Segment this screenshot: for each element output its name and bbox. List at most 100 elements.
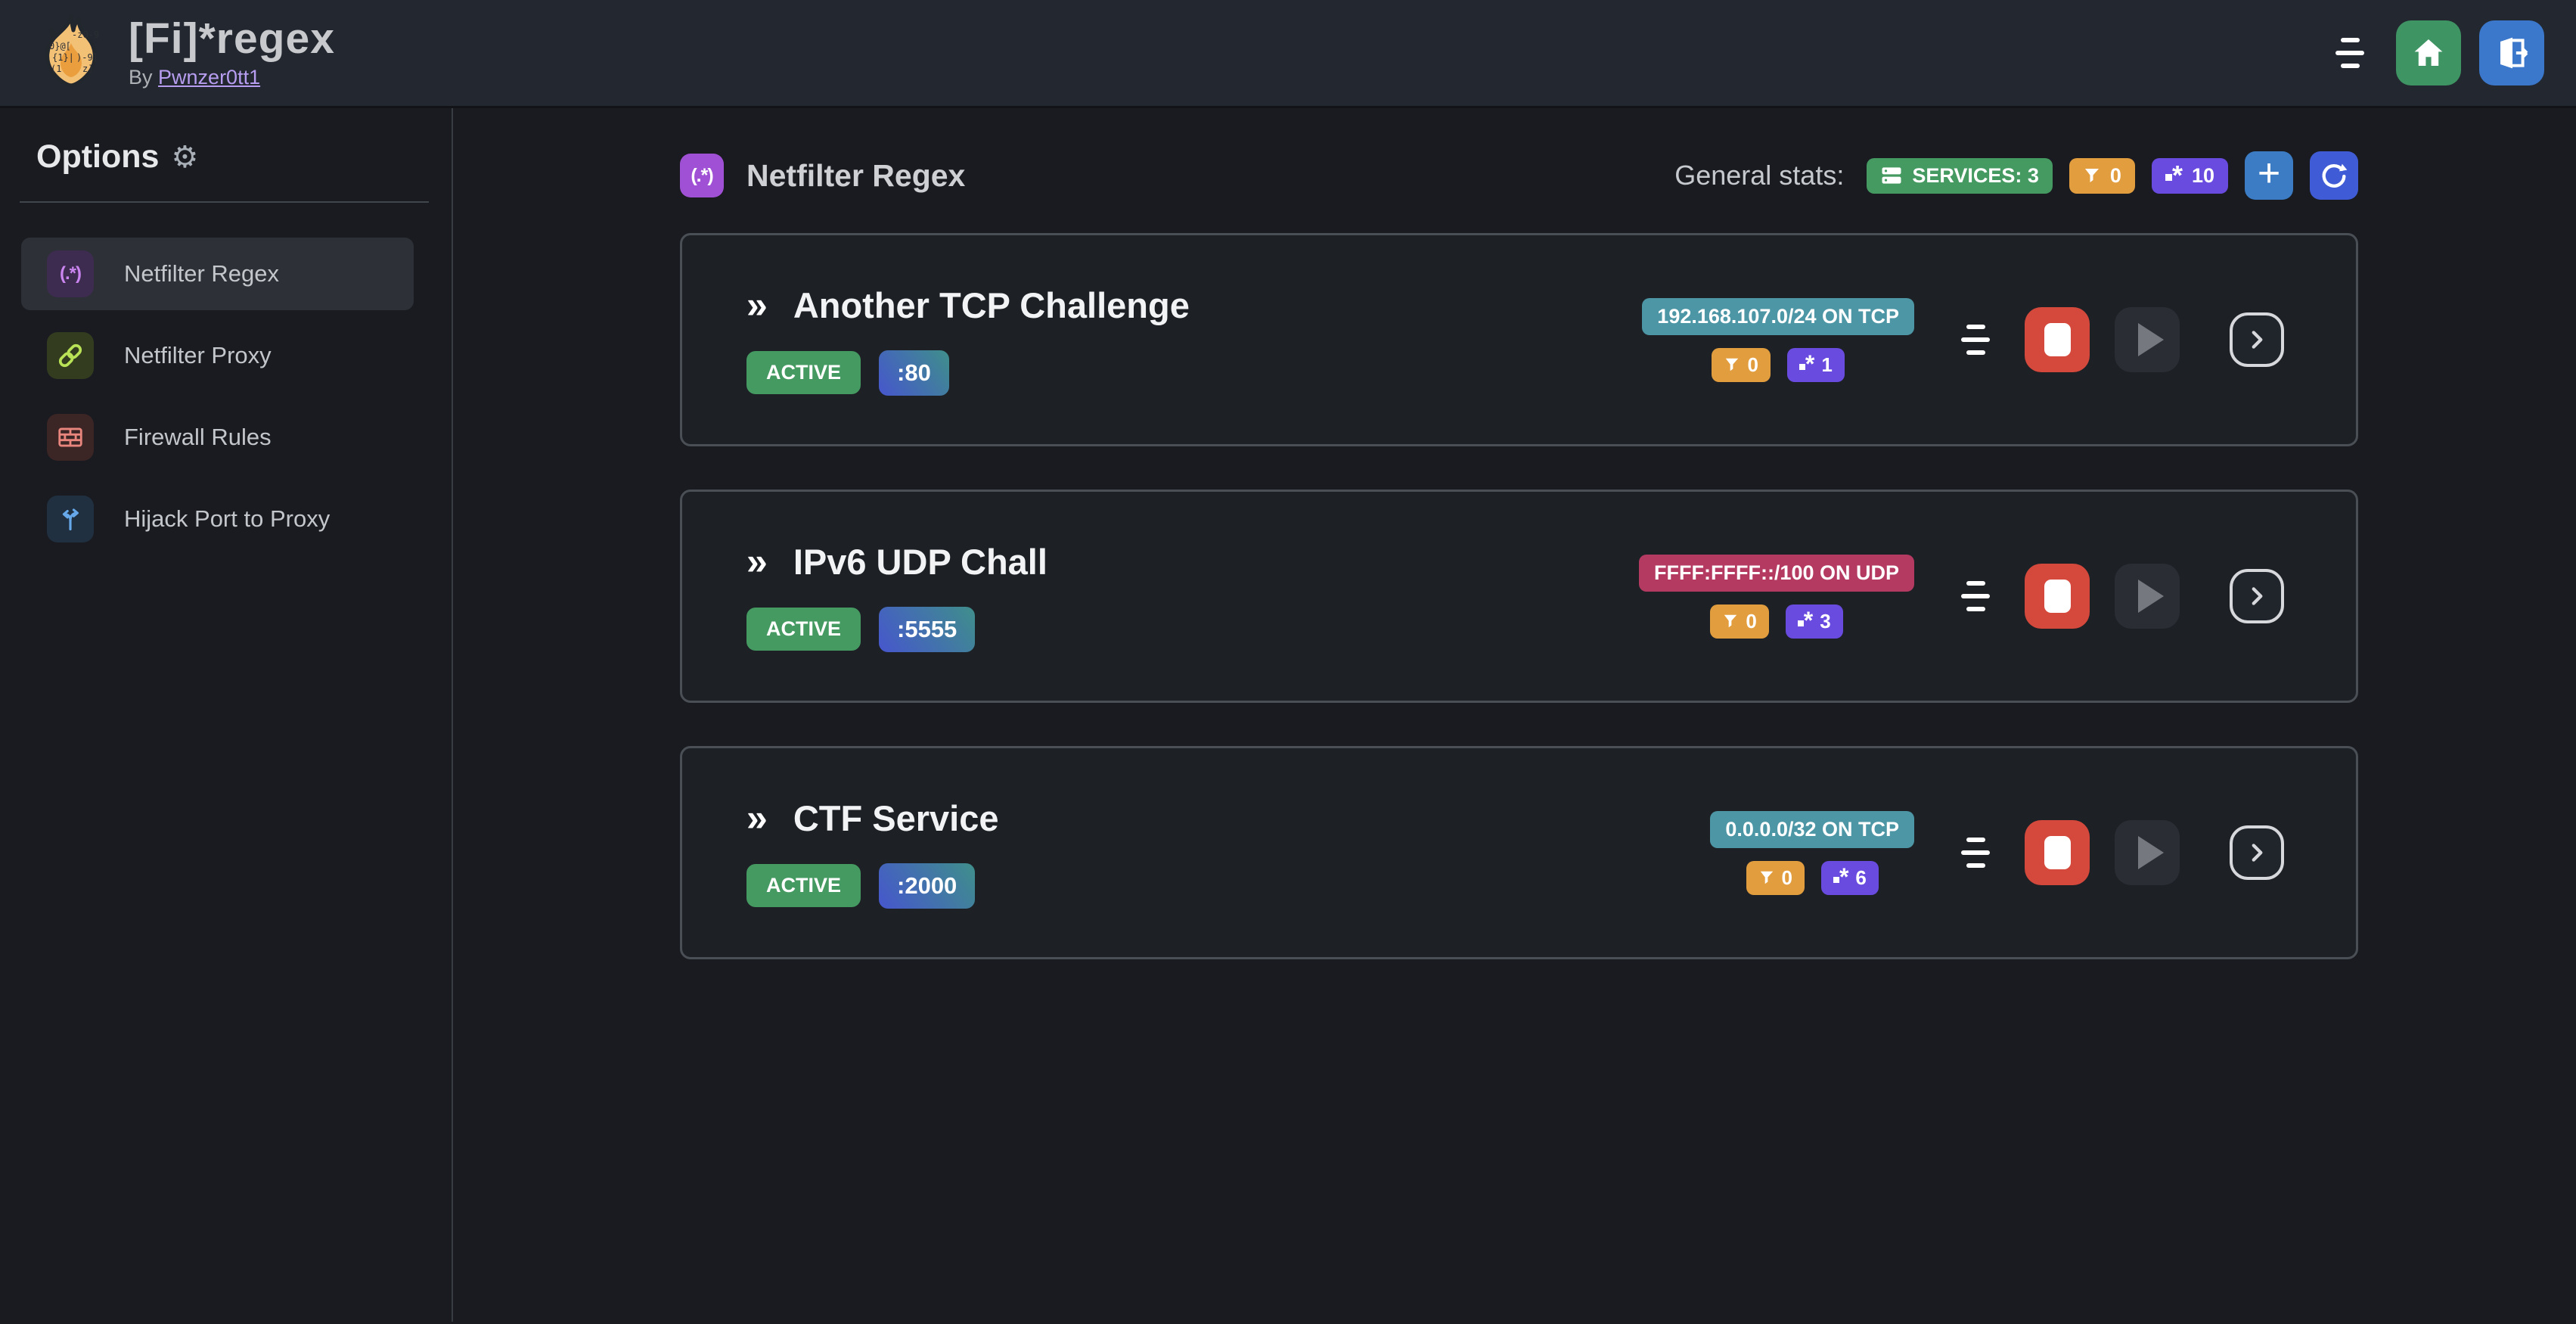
stats-label: General stats: (1674, 160, 1845, 191)
split-arrows-icon (47, 496, 94, 542)
stop-button[interactable] (2025, 820, 2090, 885)
sidebar-item-label: Hijack Port to Proxy (124, 505, 331, 532)
regex-glyph-icon: * (1797, 608, 1813, 632)
refresh-button[interactable] (2310, 151, 2358, 200)
chevron-right-icon (2252, 587, 2263, 605)
chain-link-icon (47, 332, 94, 379)
home-button[interactable] (2396, 20, 2461, 85)
services-badge: SERVICES: 3 (1867, 157, 2053, 194)
service-card: » IPv6 UDP Chall ACTIVE :5555 FFFF:FFFF:… (680, 490, 2358, 703)
regexes-badge: * 10 (2151, 157, 2228, 194)
page-title: Netfilter Regex (746, 157, 966, 193)
chevron-right-icon (2252, 844, 2263, 862)
logout-button[interactable] (2479, 20, 2544, 85)
open-service-button[interactable] (2230, 312, 2284, 367)
logo-glyph: (1 (51, 64, 61, 74)
filters-mini-badge: 0 (1712, 347, 1771, 382)
sidebar-item-label: Netfilter Proxy (124, 342, 272, 368)
byline-prefix: By (129, 66, 153, 89)
play-icon (2138, 580, 2164, 613)
header-controls (2335, 20, 2544, 85)
add-service-button[interactable]: + (2245, 151, 2293, 200)
double-chevron-icon: » (746, 284, 768, 326)
filters-mini-badge: 0 (1746, 860, 1805, 895)
author-link[interactable]: Pwnzer0tt1 (158, 66, 261, 89)
sidebar-item-netfilter-regex[interactable]: (.*) Netfilter Regex (21, 238, 414, 310)
refresh-icon (2322, 163, 2348, 188)
double-chevron-icon: » (746, 540, 768, 583)
service-title: CTF Service (793, 797, 999, 838)
filters-badge: 0 (2069, 157, 2135, 194)
funnel-icon (2084, 169, 2099, 182)
home-icon (2414, 39, 2443, 66)
app-header: -z0-9 0}@[ {1}| )-9] (1 z] [Fi]*regex By… (0, 0, 2576, 108)
stop-icon (2044, 580, 2071, 613)
funnel-icon (1724, 614, 1737, 628)
network-badge: 192.168.107.0/24 ON TCP (1642, 297, 1914, 335)
sidebar: Options ⚙ (.*) Netfilter Regex Netfilter… (0, 108, 453, 1322)
service-card: » Another TCP Challenge ACTIVE :80 192.1… (680, 233, 2358, 446)
stop-icon (2044, 323, 2071, 356)
status-badge: ACTIVE (746, 864, 861, 907)
gear-icon: ⚙ (171, 140, 199, 174)
logout-icon (2500, 37, 2528, 69)
regexes-count: 10 (2191, 163, 2214, 187)
sidebar-item-firewall-rules[interactable]: Firewall Rules (21, 401, 414, 474)
status-badge: ACTIVE (746, 351, 861, 394)
regex-glyph-icon: * (1799, 352, 1814, 376)
service-card: » CTF Service ACTIVE :2000 0.0.0.0/32 ON… (680, 746, 2358, 959)
stop-icon (2044, 836, 2071, 869)
play-icon (2138, 836, 2164, 869)
app-title: [Fi]*regex (129, 14, 335, 63)
sidebar-item-label: Firewall Rules (124, 424, 272, 450)
card-menu-icon[interactable] (1961, 325, 1990, 355)
sidebar-item-label: Netfilter Regex (124, 260, 280, 287)
byline: By Pwnzer0tt1 (129, 66, 335, 89)
chevron-right-icon (2252, 331, 2263, 349)
service-title: Another TCP Challenge (793, 284, 1190, 325)
port-badge: :2000 (879, 862, 976, 909)
general-stats: General stats: SERVICES: 3 0 (1674, 151, 2358, 200)
play-icon (2138, 323, 2164, 356)
open-service-button[interactable] (2230, 825, 2284, 880)
regex-glyph-icon: * (1833, 865, 1848, 889)
status-badge: ACTIVE (746, 608, 861, 651)
double-chevron-icon: » (746, 797, 768, 839)
regex-page-icon: (.*) (680, 154, 724, 197)
flame-logo-icon: -z0-9 0}@[ {1}| )-9] (1 z] (45, 13, 99, 88)
port-badge: :5555 (879, 606, 976, 652)
menu-icon[interactable] (2335, 38, 2364, 68)
play-button-disabled[interactable] (2115, 307, 2180, 372)
sidebar-divider (20, 201, 429, 203)
funnel-icon (1760, 871, 1773, 884)
filters-mini-badge: 0 (1710, 604, 1769, 639)
logo-glyph: z] (82, 64, 93, 74)
card-menu-icon[interactable] (1961, 581, 1990, 611)
stop-button[interactable] (2025, 307, 2090, 372)
play-button-disabled[interactable] (2115, 564, 2180, 629)
logo-glyph: -z0-9 (72, 30, 99, 40)
card-menu-icon[interactable] (1961, 838, 1990, 868)
sidebar-item-hijack-port[interactable]: Hijack Port to Proxy (21, 483, 414, 555)
service-title: IPv6 UDP Chall (793, 541, 1047, 582)
main-content: (.*) Netfilter Regex General stats: SERV… (453, 108, 2576, 1322)
port-badge: :80 (879, 350, 949, 396)
stop-button[interactable] (2025, 564, 2090, 629)
regex-icon: (.*) (47, 250, 94, 297)
regexes-mini-badge: * 1 (1786, 347, 1845, 382)
services-count: SERVICES: 3 (1912, 163, 2039, 187)
sidebar-title: Options (36, 138, 160, 175)
open-service-button[interactable] (2230, 569, 2284, 623)
funnel-icon (1726, 358, 1739, 371)
regex-glyph-icon: * (2165, 161, 2183, 189)
regexes-mini-badge: * 3 (1785, 604, 1843, 639)
server-icon (1882, 167, 1901, 184)
logo-glyph: 0}@[ (49, 41, 71, 51)
brick-wall-icon (47, 414, 94, 461)
sidebar-item-netfilter-proxy[interactable]: Netfilter Proxy (21, 319, 414, 392)
logo-glyph: {1}| (52, 52, 74, 63)
filters-count: 0 (2109, 163, 2121, 187)
play-button-disabled[interactable] (2115, 820, 2180, 885)
network-badge: FFFF:FFFF::/100 ON UDP (1639, 554, 1914, 592)
network-badge: 0.0.0.0/32 ON TCP (1710, 810, 1914, 848)
